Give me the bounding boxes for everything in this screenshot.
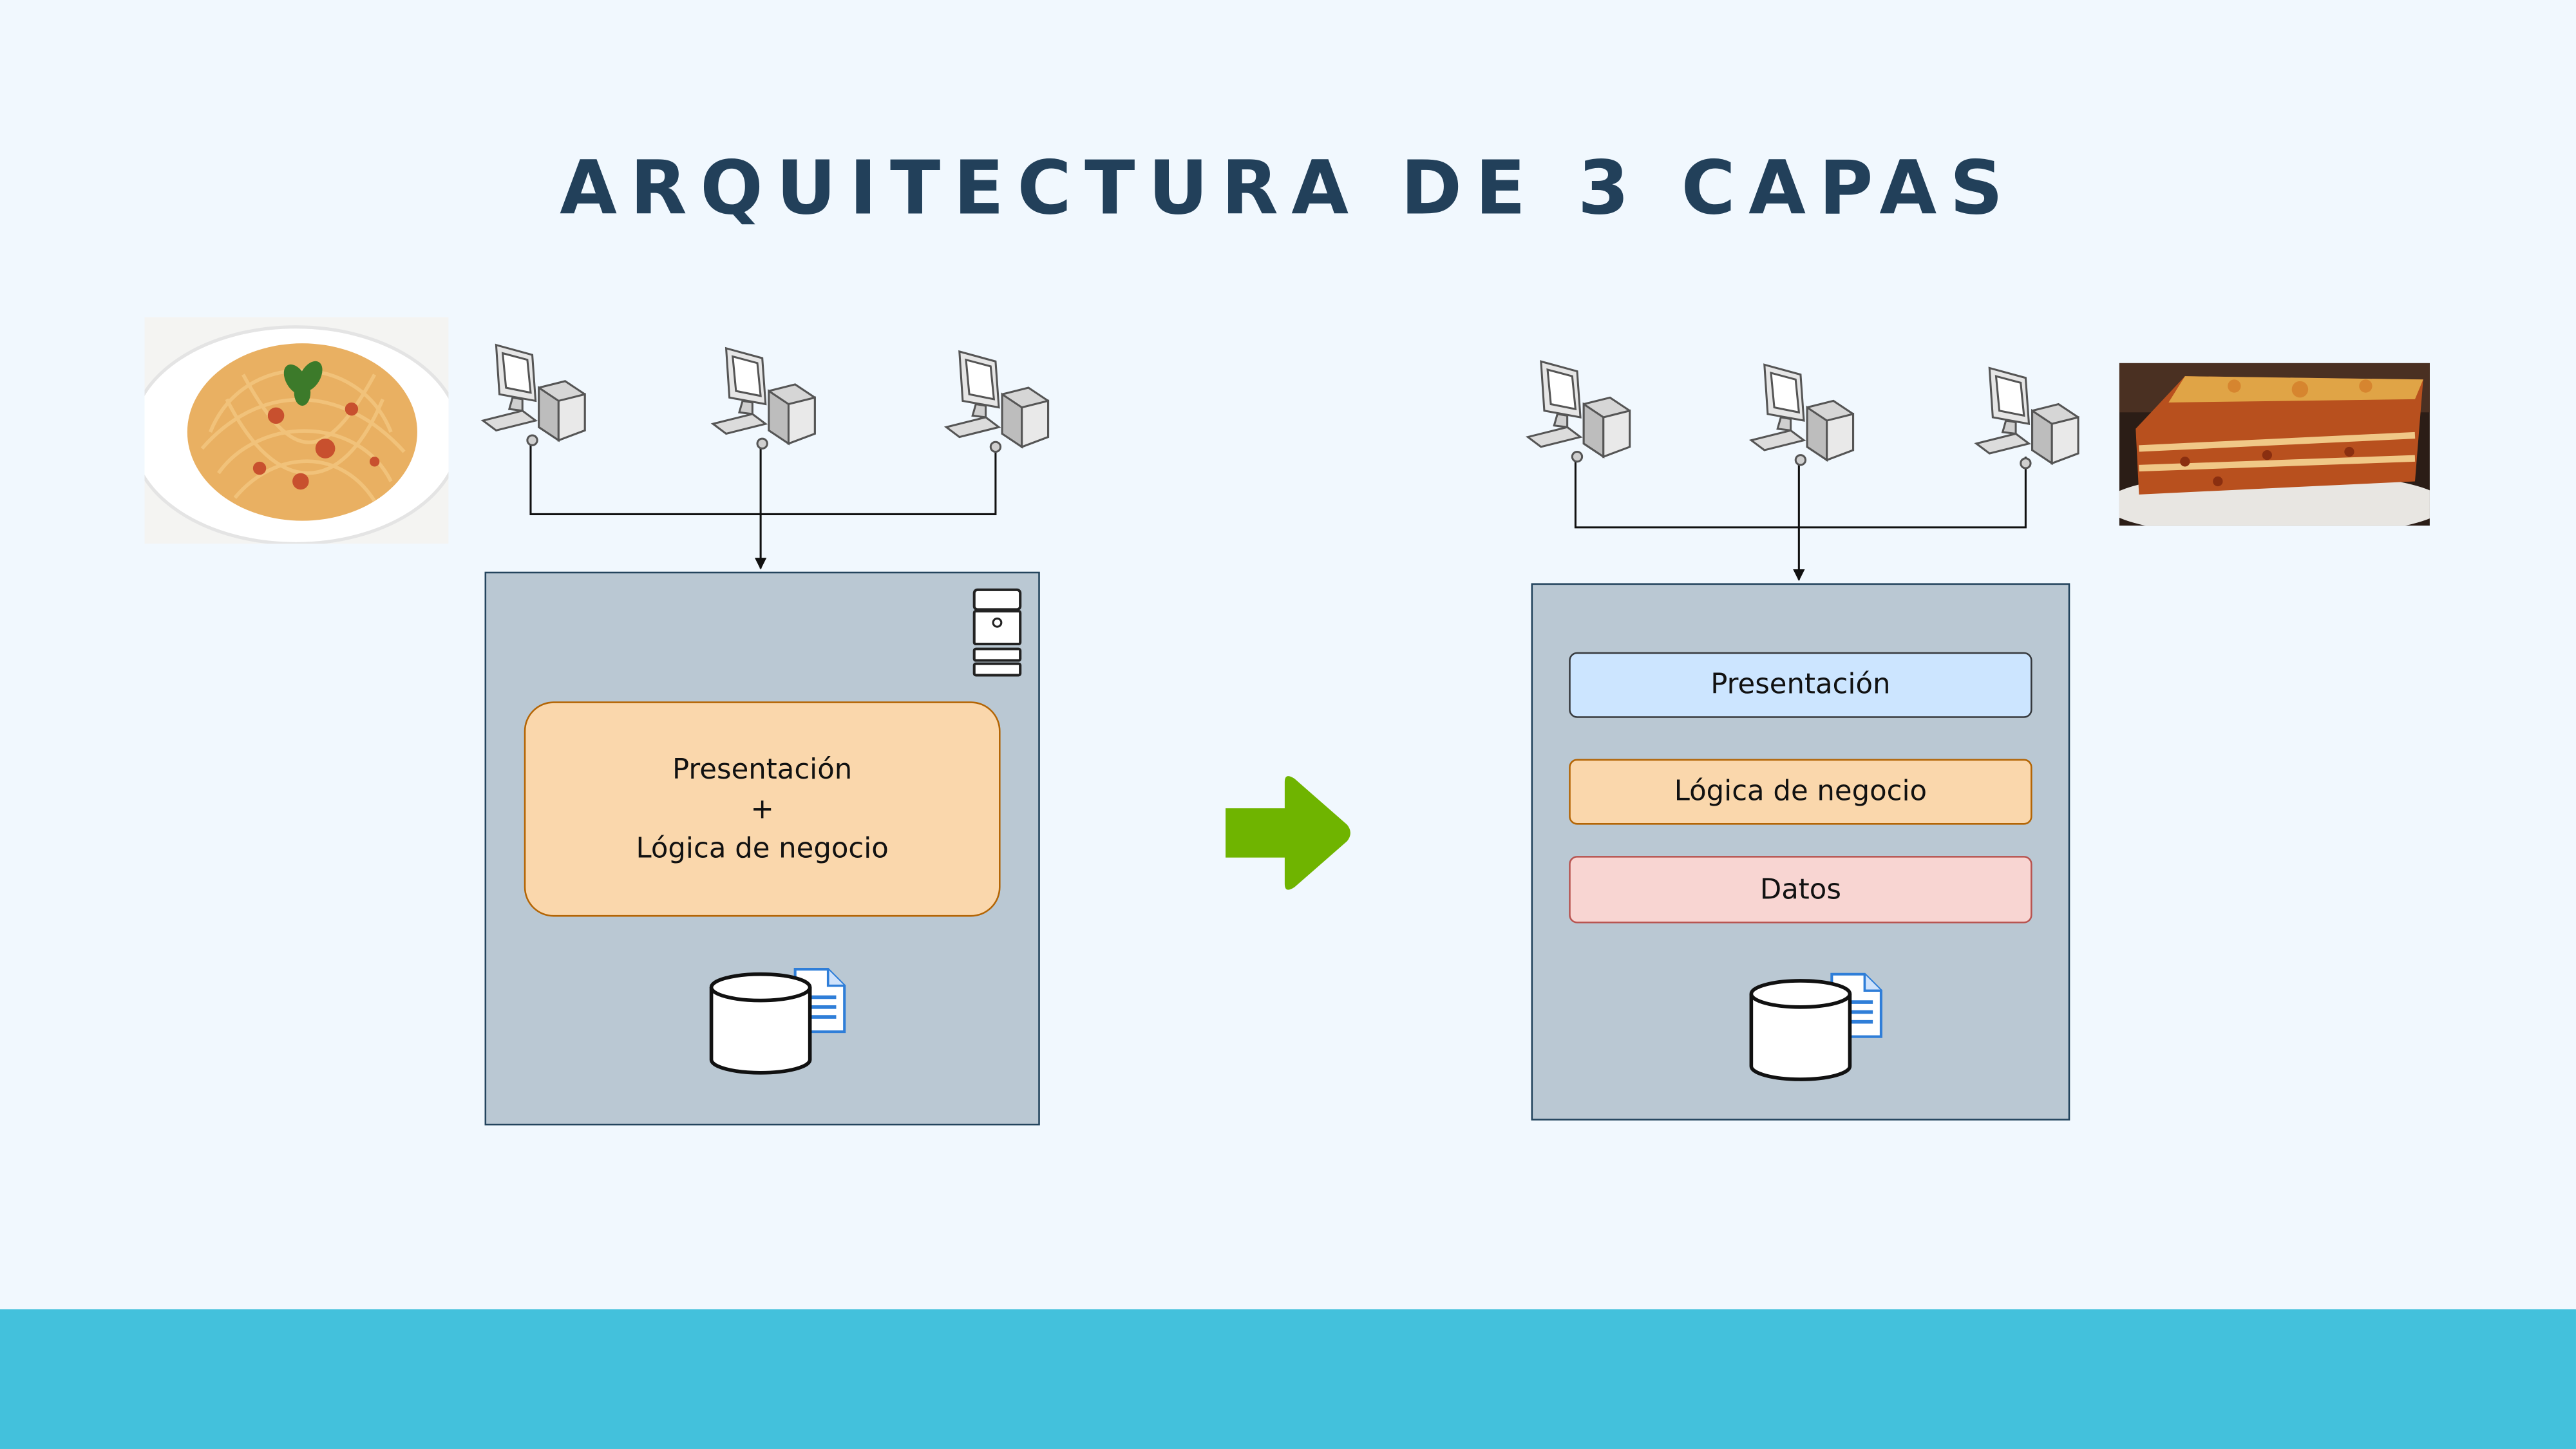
business-logic-layer: Lógica de negocio: [1569, 759, 2032, 825]
presentation-layer: Presentación: [1569, 652, 2032, 718]
presentation-logic-block: Presentación + Lógica de negocio: [524, 701, 1001, 917]
lasagna-photo: [2119, 363, 2430, 526]
desktop-computer-icon: [1525, 360, 1631, 463]
data-layer: Datos: [1569, 856, 2032, 923]
server-tower-icon: [972, 588, 1022, 677]
desktop-computer-icon: [480, 343, 586, 446]
database-icon: [1749, 979, 1852, 1081]
right-arrow-icon: [1226, 776, 1350, 890]
database-icon: [709, 972, 812, 1075]
spaghetti-photo: [144, 317, 449, 544]
footer-bar: [0, 1309, 2576, 1449]
block-line-presentation: Presentación: [672, 753, 853, 786]
slide-title: ARQUITECTURA DE 3 CAPAS: [560, 144, 2016, 232]
block-line-plus: +: [750, 792, 774, 826]
desktop-computer-icon: [710, 346, 816, 450]
desktop-computer-icon: [943, 350, 1050, 453]
block-line-logic: Lógica de negocio: [636, 832, 889, 866]
desktop-computer-icon: [1974, 366, 2079, 469]
desktop-computer-icon: [1748, 363, 1855, 466]
